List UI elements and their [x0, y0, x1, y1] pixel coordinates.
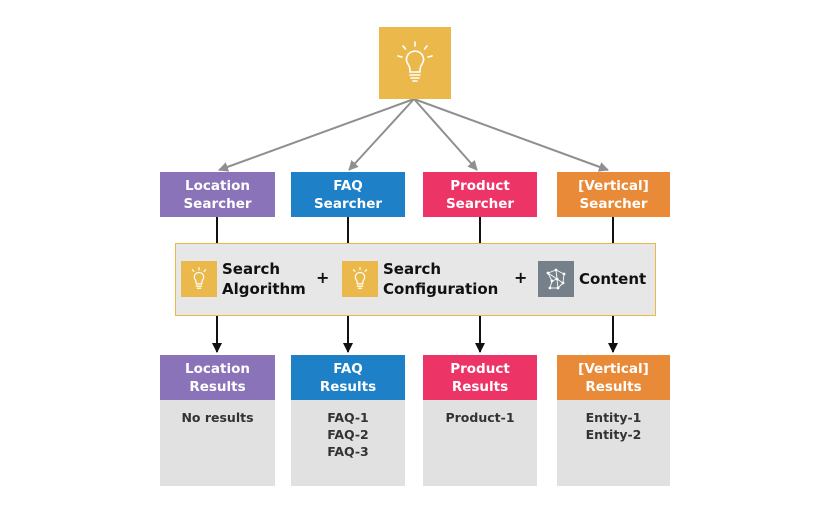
searcher-location: Location Searcher [160, 172, 275, 217]
lightbulb-icon [397, 41, 433, 82]
searcher-line1: FAQ [333, 177, 363, 194]
content-label: Content [579, 270, 647, 288]
results-vertical-panel: Entity-1 Entity-2 [557, 400, 670, 486]
searcher-line1: Product [450, 177, 510, 194]
result-item: No results [181, 410, 254, 425]
results-vertical-header: [Vertical] Results [557, 355, 670, 400]
searcher-line2: Searcher [579, 195, 648, 212]
lightbulb-icon [352, 266, 368, 289]
result-item: Entity-1 [585, 410, 642, 425]
results-location-panel: No results [160, 400, 275, 486]
search-algorithm-label: Search Algorithm [222, 259, 306, 299]
results-line1: Product [450, 360, 510, 377]
result-item: FAQ-2 [327, 427, 369, 442]
configuration-icon-box [342, 261, 378, 297]
results-faq-header: FAQ Results [291, 355, 405, 400]
results-product-header: Product Results [423, 355, 537, 400]
label-line1: Search [383, 260, 442, 278]
results-line1: FAQ [333, 360, 363, 377]
content-icon-box [538, 261, 574, 297]
label-line2: Configuration [383, 280, 499, 298]
searcher-line1: Location [185, 177, 250, 194]
search-components-band [175, 243, 656, 316]
results-product-panel: Product-1 [423, 400, 537, 486]
results-line1: [Vertical] [578, 360, 649, 377]
searcher-line2: Searcher [313, 195, 383, 212]
searcher-product: Product Searcher [423, 172, 537, 217]
algorithm-icon-box [181, 261, 217, 297]
searcher-line1: [Vertical] [578, 177, 649, 194]
results-location-header: Location Results [160, 355, 275, 400]
results-line2: Results [585, 378, 642, 395]
arrow-to-product-searcher [413, 98, 478, 171]
plus-sign: + [316, 268, 330, 287]
lightbulb-icon [191, 266, 207, 289]
result-item: Product-1 [445, 410, 515, 425]
top-bulb-node [379, 27, 451, 99]
results-line2: Results [451, 378, 509, 395]
results-line1: Location [185, 360, 250, 377]
arrow-to-vertical-searcher [413, 98, 609, 172]
searcher-line2: Searcher [183, 195, 252, 212]
result-item: FAQ-3 [327, 444, 369, 459]
searcher-vertical: [Vertical] Searcher [557, 172, 670, 217]
searcher-faq: FAQ Searcher [291, 172, 405, 217]
arrow-to-faq-searcher [348, 98, 415, 171]
label-line2: Algorithm [222, 280, 306, 298]
plus-sign: + [514, 268, 528, 287]
results-line2: Results [319, 378, 377, 395]
network-icon [546, 268, 566, 290]
searcher-line2: Searcher [445, 195, 515, 212]
results-line2: Results [189, 378, 246, 395]
result-item: Entity-2 [585, 427, 642, 442]
search-configuration-label: Search Configuration [383, 259, 498, 299]
result-item: FAQ-1 [327, 410, 369, 425]
arrow-to-location-searcher [218, 98, 415, 172]
results-faq-panel: FAQ-1 FAQ-2 FAQ-3 [291, 400, 405, 486]
label-line1: Search [222, 260, 281, 278]
